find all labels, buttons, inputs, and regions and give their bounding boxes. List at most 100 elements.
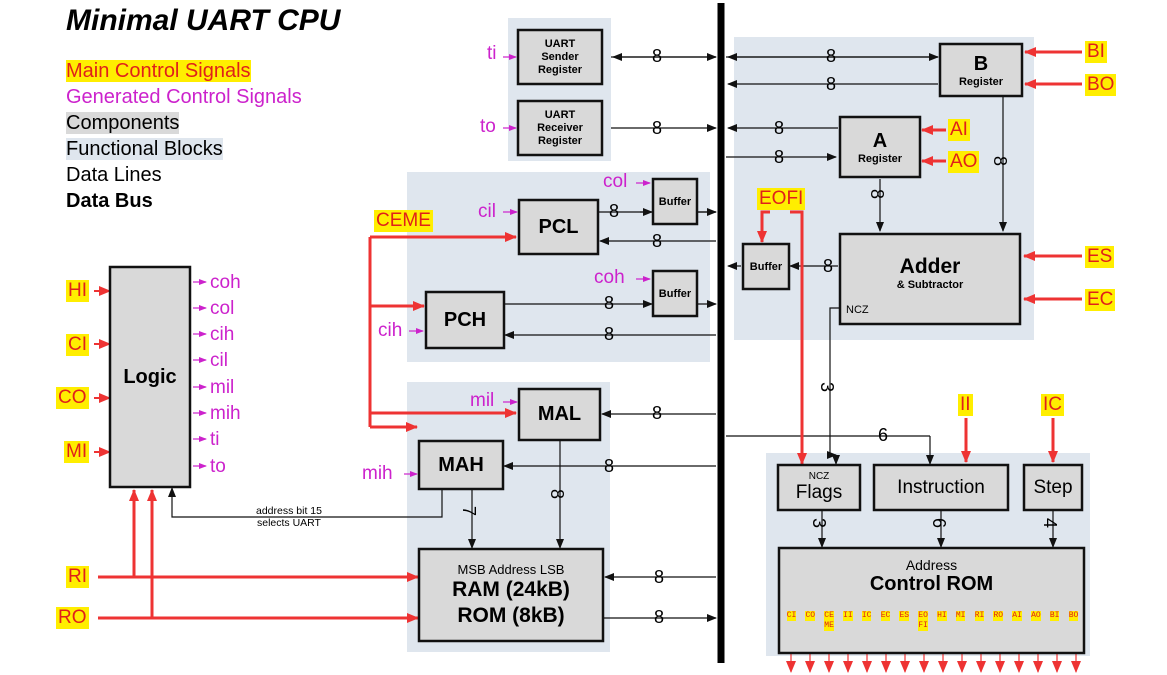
signal-ai: AI <box>948 119 970 141</box>
control-rom <box>777 546 1086 655</box>
pch-register <box>424 290 506 350</box>
signal-mih: mih <box>362 463 393 484</box>
width-a-to-adder: 8 <box>867 188 888 200</box>
logic-output-mih: mih <box>210 403 241 424</box>
signal-bi: BI <box>1085 41 1107 63</box>
signal-ii: II <box>958 394 973 416</box>
control-output-ai: AI <box>1012 611 1022 621</box>
width-mal-in: 8 <box>652 403 663 423</box>
logic-output-ti: ti <box>210 429 220 450</box>
control-rom-label: Address Control ROM <box>869 556 994 595</box>
width-b-in: 8 <box>826 46 837 66</box>
width-ncz: 3 <box>817 381 838 393</box>
buffer-col-label: Buffer <box>658 195 692 208</box>
signal-mil: mil <box>470 390 495 411</box>
main-control-lines <box>94 47 1082 623</box>
a-register <box>838 115 922 179</box>
memory-label: MSB Address LSB RAM (24kB) ROM (8kB) <box>452 561 570 627</box>
buffer-eofi-label: Buffer <box>749 260 783 273</box>
control-output-ri: RI <box>974 611 985 621</box>
width-b-to-adder: 8 <box>990 155 1011 167</box>
signal-coh: coh <box>594 267 625 288</box>
buffer-coh-label: Buffer <box>658 287 692 300</box>
pcl-label: PCL <box>538 215 579 238</box>
signal-ic: IC <box>1041 394 1064 416</box>
width-pcl-in: 8 <box>652 231 663 251</box>
mah-label: MAH <box>438 453 484 476</box>
width-a-out: 8 <box>774 118 785 138</box>
signal-ci: CI <box>66 334 89 356</box>
legend-main-control: Main Control Signals <box>66 60 251 82</box>
pch-label: PCH <box>443 308 487 331</box>
width-flags: 3 <box>809 517 830 529</box>
signal-mi: MI <box>64 441 90 463</box>
width-step: 4 <box>1040 517 1061 529</box>
mal-register <box>517 387 602 442</box>
control-output-co: CO <box>805 611 816 621</box>
signal-es: ES <box>1085 246 1115 268</box>
width-mal-addr: 8 <box>547 488 568 500</box>
uart-sender-register <box>516 28 604 86</box>
signal-ceme: CEME <box>374 210 433 232</box>
logic-output-cih: cih <box>210 324 235 345</box>
control-output-bi: BI <box>1049 611 1060 621</box>
signal-cil: cil <box>478 201 496 222</box>
diagram-title: Minimal UART CPU <box>66 4 341 37</box>
width-pch-in: 8 <box>604 324 615 344</box>
control-output-arrows <box>786 652 1081 673</box>
width-pcl-out: 8 <box>609 201 620 221</box>
adder-subtractor <box>838 232 1022 326</box>
signal-ro: RO <box>56 607 89 629</box>
width-mah-in: 8 <box>604 456 615 476</box>
instruction-label: Instruction <box>897 476 985 498</box>
width-uart-sender: 8 <box>652 46 663 66</box>
width-uart-receiver: 8 <box>652 118 663 138</box>
legend-data-lines: Data Lines <box>66 164 162 186</box>
memory-ram-rom <box>417 547 605 643</box>
buffer-coh <box>651 269 699 318</box>
logic-output-to: to <box>210 456 226 477</box>
signal-ti: ti <box>487 43 497 64</box>
a-register-label: A Register <box>857 129 903 165</box>
logic-output-mil: mil <box>210 377 235 398</box>
signal-ri: RI <box>66 566 89 588</box>
control-output-es: ES <box>899 611 910 621</box>
pcl-register <box>517 198 600 256</box>
control-output-ii: II <box>843 611 853 621</box>
signal-col: col <box>603 171 628 192</box>
signal-cih: cih <box>378 320 403 341</box>
signal-eofi: EOFI <box>757 188 806 210</box>
signal-bo: BO <box>1085 74 1117 96</box>
width-instruction: 6 <box>878 425 889 445</box>
legend-generated-control: Generated Control Signals <box>66 86 302 108</box>
mah-register <box>417 439 505 491</box>
control-output-bo: BO <box>1068 611 1079 621</box>
control-output-ao: AO <box>1031 611 1041 621</box>
control-output-ic: IC <box>861 611 872 621</box>
control-output-hi: HI <box>937 611 947 621</box>
data-lines <box>168 53 1057 622</box>
signal-to: to <box>480 116 496 137</box>
step-counter <box>1022 463 1084 512</box>
width-mah-addr: 7 <box>459 505 480 517</box>
instruction-register <box>872 463 1010 512</box>
width-adder-out: 8 <box>823 256 834 276</box>
logic-output-arrows <box>193 279 207 469</box>
logic-unit <box>108 265 192 489</box>
step-label: Step <box>1033 476 1073 498</box>
logic-output-cil: cil <box>210 350 228 371</box>
logic-output-coh: coh <box>210 272 241 293</box>
adder-label: Adder & Subtractor <box>896 255 964 291</box>
signal-hi: HI <box>66 280 89 302</box>
control-output-ci: CI <box>786 611 797 621</box>
b-register <box>938 42 1024 98</box>
signal-co: CO <box>56 387 89 409</box>
width-a-in: 8 <box>774 147 785 167</box>
width-pch-out: 8 <box>604 293 615 313</box>
